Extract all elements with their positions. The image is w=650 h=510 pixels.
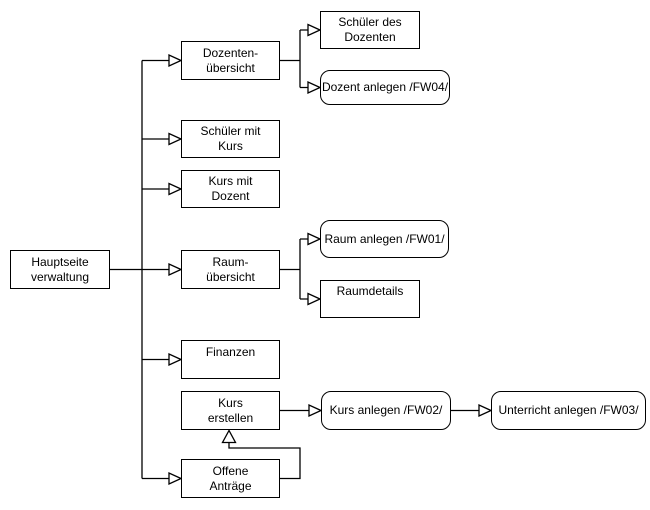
node-label-line: übersicht [206, 269, 255, 284]
node-label-line: Kurs [218, 139, 243, 153]
node-label-line: Raum- [212, 254, 249, 269]
node-label-line: Dozenten [344, 30, 396, 44]
node-label-line: Schüler des [338, 15, 402, 29]
arrowhead-schueler-des-dozenten [307, 23, 322, 37]
node-label-line: Offene [212, 463, 249, 478]
arrowhead-dozent-anlegen [307, 80, 322, 95]
node-dozenten-uebersicht[interactable]: Dozenten- übersicht [181, 41, 280, 80]
node-label-line: Anträge [209, 478, 252, 493]
node-label-line: Dozenten- [202, 45, 259, 60]
node-label-line: Finanzen [205, 344, 256, 359]
edge-dozenten-fanout [280, 29, 308, 89]
edge-offene-kurs-erstellen [228, 442, 301, 480]
arrowhead-finanzen [168, 352, 183, 367]
node-label-line: Dozent anlegen /FW04/ [321, 80, 449, 94]
node-kurs-erstellen[interactable]: Kurs erstellen [181, 391, 280, 430]
arrowhead-offene-antraege [168, 471, 183, 486]
node-label-line: übersicht [206, 60, 255, 75]
node-kurs-mit-dozent[interactable]: Kurs mit Dozent [181, 170, 280, 208]
node-finanzen[interactable]: Finanzen [181, 340, 280, 379]
arrowhead-schueler-mit-kurs [168, 132, 183, 146]
node-label-line: Raumdetails [336, 284, 404, 298]
node-label-line: Unterricht anlegen /FW03/ [498, 403, 639, 417]
node-label-line: Kurs [218, 395, 243, 410]
arrowhead-kurs-anlegen [308, 403, 323, 418]
node-label-line: erstellen [207, 410, 254, 425]
node-hauptseite-verwaltung[interactable]: Hauptseite verwaltung [10, 250, 110, 289]
arrowhead-up-kurs-erstellen [221, 429, 237, 444]
arrowhead-raum-uebersicht [168, 262, 183, 277]
node-raum-anlegen-fw01[interactable]: Raum anlegen /FW01/ [320, 220, 449, 258]
arrowhead-raum-anlegen [307, 232, 322, 246]
node-label-line: Kurs mit [208, 174, 253, 188]
node-label-line: Raum anlegen /FW01/ [324, 231, 445, 246]
arrowhead-raumdetails [307, 292, 322, 306]
node-label-line: Schüler mit [200, 124, 261, 138]
node-kurs-anlegen-fw02[interactable]: Kurs anlegen /FW02/ [321, 391, 451, 430]
node-label-line: verwaltung [30, 269, 90, 284]
node-label-line: Dozent [211, 189, 250, 203]
node-unterricht-anlegen-fw03[interactable]: Unterricht anlegen /FW03/ [491, 391, 646, 430]
arrowhead-unterricht-anlegen [478, 403, 493, 418]
node-label-line: Kurs anlegen /FW02/ [329, 403, 443, 417]
node-dozent-anlegen-fw04[interactable]: Dozent anlegen /FW04/ [320, 70, 450, 105]
node-schueler-des-dozenten[interactable]: Schüler des Dozenten [320, 11, 420, 49]
node-schueler-mit-kurs[interactable]: Schüler mit Kurs [181, 120, 280, 158]
arrowhead-kurs-mit-dozent [168, 182, 183, 196]
node-label-line [368, 299, 372, 314]
node-label-line [229, 360, 233, 375]
arrowhead-dozenten-uebersicht [168, 53, 183, 68]
node-label-line: Hauptseite [31, 254, 89, 269]
edge-raum-fanout [280, 238, 308, 300]
node-offene-antraege[interactable]: Offene Anträge [181, 459, 280, 498]
node-raum-uebersicht[interactable]: Raum- übersicht [181, 250, 280, 289]
node-raumdetails[interactable]: Raumdetails [320, 280, 420, 318]
